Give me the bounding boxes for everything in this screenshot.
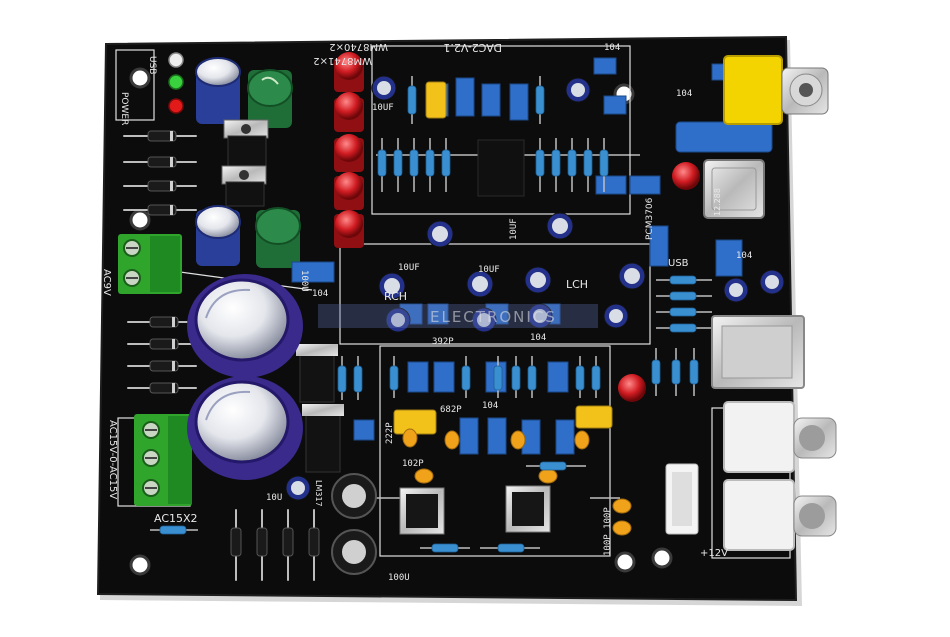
label-104-c: 104	[676, 89, 692, 99]
watermark-band	[318, 304, 598, 328]
label-dac-title: DAC2-V2.1	[443, 41, 502, 54]
yellow-capacitors	[393, 81, 613, 435]
bottom-diodes	[230, 509, 320, 581]
label-104-b: 104	[312, 289, 328, 299]
rca-output-jacks	[723, 401, 837, 551]
label-lm317: LM317	[314, 480, 323, 507]
label-102p: 102P	[402, 459, 424, 469]
label-usb-right: USB	[668, 258, 689, 269]
main-filter-capacitors	[187, 274, 303, 480]
label-104-d: 104	[736, 251, 752, 261]
label-usb-top: USB	[147, 56, 157, 74]
label-100u-b: 100U	[388, 573, 410, 583]
film-capacitors	[291, 57, 773, 455]
op-amp-ics	[399, 139, 551, 535]
terminal-ac9v	[118, 234, 182, 294]
crystal-oscillator	[703, 159, 765, 219]
label-12v: +12V	[700, 548, 728, 559]
label-wm8740: WM8740×2	[329, 41, 388, 52]
label-power: POWER	[119, 92, 129, 125]
red-capacitor-column	[334, 52, 700, 402]
label-222p: 222P	[385, 422, 395, 444]
label-watermark: ELECTRONICS	[430, 308, 557, 326]
label-lch: LCH	[566, 278, 588, 291]
terminal-ac15v	[134, 414, 192, 506]
rectifier-diodes	[123, 130, 197, 394]
power-caps-top	[195, 57, 301, 268]
label-104-a: 104	[604, 43, 620, 53]
label-10uf-b: 10UF	[478, 265, 500, 275]
label-ac15x2: AC15X2	[154, 512, 198, 525]
usb-b-connector	[711, 315, 805, 389]
pin-header	[665, 463, 699, 535]
label-wm8741: WM8741×2	[313, 55, 372, 66]
label-rch: RCH	[384, 290, 407, 303]
led-indicators	[168, 52, 184, 114]
label-392p: 392P	[432, 337, 454, 347]
label-10u: 10U	[266, 493, 282, 503]
label-10uf-c: 10UF	[372, 103, 394, 113]
resistors	[150, 76, 712, 553]
label-10uf-d: 10UF	[509, 218, 519, 240]
label-104-e: 104	[482, 401, 498, 411]
label-682p: 682P	[440, 405, 462, 415]
rca-coax-jack	[723, 55, 829, 125]
small-electrolytics	[285, 75, 785, 575]
label-ac15v: AC15V-0-AC15V	[107, 420, 118, 499]
label-ac9v: AC9V	[101, 269, 112, 296]
label-100p: 100P 100P	[603, 507, 613, 556]
label-10uf-a: 10UF	[398, 263, 420, 273]
label-pcm: PCM3706	[645, 197, 655, 240]
label-104-f: 104	[530, 333, 546, 343]
label-osc: 12.288	[713, 188, 722, 216]
label-100u-a: 100U	[299, 270, 309, 292]
silkscreen-text: AC9V AC15V-0-AC15V AC15X2 POWER USB USB …	[101, 41, 752, 583]
voltage-regulators	[221, 119, 344, 473]
